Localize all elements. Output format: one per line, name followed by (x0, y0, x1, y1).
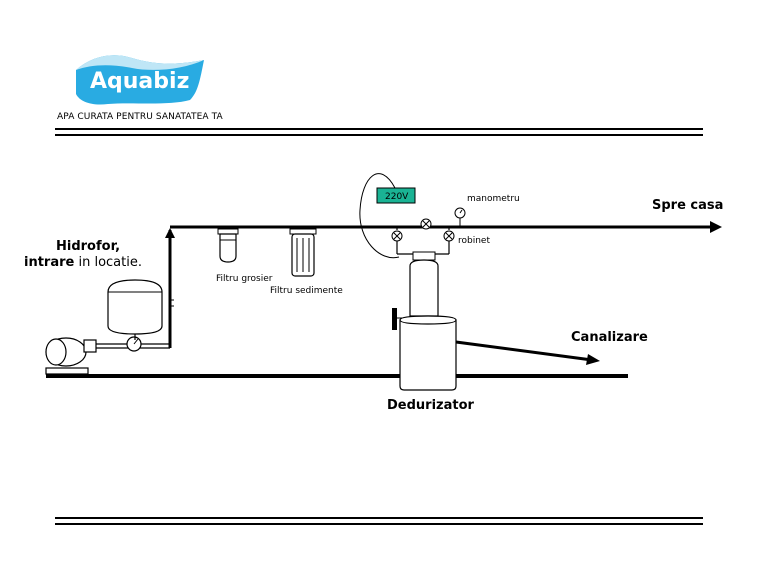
bypass-piping (396, 227, 450, 255)
header-divider-bottom (55, 134, 703, 136)
valve-label: robinet (458, 236, 490, 246)
coarse-filter-label: Filtru grosier (216, 274, 273, 284)
valve-inlet-icon (391, 230, 403, 242)
pump-icon (45, 337, 170, 375)
sediment-filter-label: Filtru sedimente (270, 286, 343, 296)
power-cable (359, 173, 400, 259)
pump-gauge-icon (126, 336, 142, 352)
valve-bypass-icon (420, 218, 432, 230)
drain-pipe (455, 340, 593, 362)
drain-label: Canalizare (571, 330, 648, 345)
outlet-label: Spre casa (652, 198, 723, 213)
source-label-rest: in locatie. (74, 255, 142, 270)
logo-wave-icon: Aquabiz (76, 55, 204, 105)
source-label-bold: intrare (24, 255, 75, 270)
manometer-icon (454, 207, 466, 227)
source-label-line2: intrare in locatie. (24, 255, 142, 270)
logo-text: Aquabiz (90, 69, 189, 94)
manometer-label: manometru (467, 194, 520, 204)
power-box (376, 187, 416, 204)
power-label: 220V (385, 192, 409, 202)
softener-icon (392, 251, 457, 391)
header-divider-top (55, 128, 703, 130)
sediment-filter-icon (289, 228, 317, 277)
drain-arrow-icon (586, 354, 600, 365)
pressure-tank-icon (107, 279, 163, 340)
outlet-arrow-icon (710, 221, 722, 233)
softener-label: Dedurizator (387, 398, 475, 413)
brand-logo: Aquabiz (72, 50, 208, 108)
brand-tagline: APA CURATA PENTRU SANATATEA TA (57, 112, 223, 122)
coarse-filter-icon (217, 228, 239, 263)
footer-divider-top (55, 517, 703, 519)
valve-outlet-icon (443, 230, 455, 242)
source-label-line1: Hidrofor, (56, 239, 120, 254)
footer-divider-bottom (55, 523, 703, 525)
